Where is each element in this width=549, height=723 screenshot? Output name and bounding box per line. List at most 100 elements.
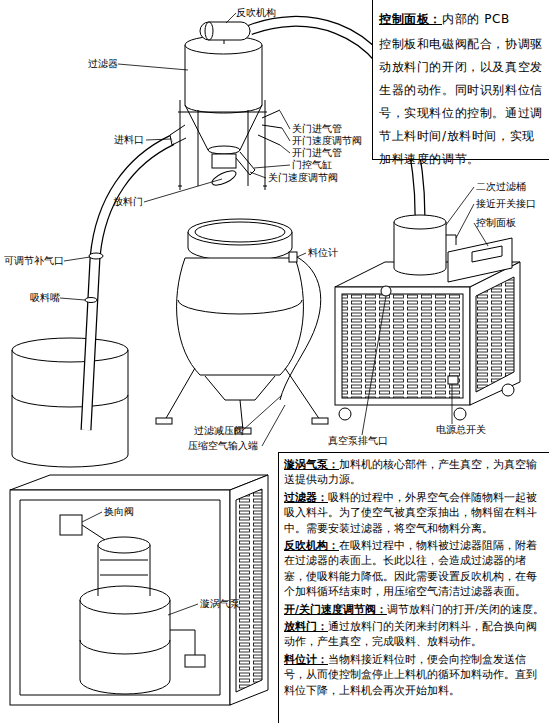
part-label: 关门进气管	[292, 123, 342, 135]
leader-lines-part	[242, 395, 282, 431]
vacuum-machine-part	[394, 215, 446, 229]
back-blow-mechanism	[200, 22, 250, 44]
leader-lines-part	[280, 111, 290, 129]
leader-lines-part	[282, 128, 290, 141]
hopper-part	[185, 45, 262, 150]
part-label: 过滤器	[88, 58, 118, 70]
vortex-pump-part	[80, 640, 170, 654]
paragraph: 控制面板：内部的 PCB	[379, 8, 545, 31]
part-label: 漩涡气泵	[200, 598, 240, 610]
part-label: 放料门	[113, 196, 143, 208]
storage-tank-part	[289, 252, 297, 262]
vacuum-machine-part	[342, 294, 463, 398]
vortex-pump	[60, 515, 205, 694]
note-heading: 控制面板：	[379, 12, 442, 26]
note-heading: 料位计：	[284, 653, 328, 665]
vortex-pump-part	[80, 586, 170, 614]
note-body: 控制板和电磁阀配合，协调驱动放料门的开闭，以及真空发生器的动作。同时识别料位信号…	[379, 37, 543, 166]
storage-tank-part	[312, 418, 328, 424]
back-blow-mechanism-part	[205, 22, 213, 40]
vortex-pump-part	[98, 537, 150, 553]
leader-lines-part	[118, 64, 188, 70]
suction-hose	[85, 140, 172, 430]
storage-tank-part	[280, 257, 321, 400]
leader-lines-part	[226, 13, 236, 23]
vacuum-machine-part	[470, 262, 520, 405]
storage-tank-part	[178, 300, 302, 314]
vacuum-machine-part	[502, 384, 514, 396]
hopper-part	[170, 125, 186, 145]
part-label: 电源总开关	[436, 424, 486, 436]
notes-box: 漩涡气泵：加料机的核心部件，产生真空，为真空输送提供动力源。过滤器：吸料的过程中…	[278, 452, 549, 723]
inset-frame	[10, 475, 268, 705]
inset-frame-part	[236, 489, 262, 692]
part-label: 吸料嘴	[30, 292, 60, 304]
note-heading: 开/关门速度调节阀：	[284, 603, 387, 615]
paragraph: 放料门：通过放料门的关闭来封闭料斗，配合换向阀动作，产生真空，完成吸料、放料动作…	[284, 619, 546, 650]
note-heading: 放料门：	[284, 620, 328, 632]
part-label: 换向阀	[104, 506, 134, 518]
vacuum-machine-part	[476, 277, 514, 392]
vacuum-machine-part	[472, 246, 502, 262]
leader-lines-part	[280, 145, 290, 153]
vacuum-machine-part	[335, 287, 470, 405]
paragraph: 控制板和电磁阀配合，协调驱动放料门的开闭，以及真空发生器的动作。同时识别料位信号…	[379, 33, 545, 171]
part-label: 可调节补气口	[4, 255, 64, 267]
part-label: 开门进气管	[292, 147, 342, 159]
part-label: 开门速度调节阀	[292, 135, 362, 147]
vacuum-machine-part	[448, 376, 458, 384]
inset-frame-part	[10, 475, 268, 490]
part-label: 门控气缸	[292, 159, 332, 171]
hopper-part	[180, 100, 265, 190]
part-label: 接近开关接口	[476, 198, 536, 210]
vacuum-machine-part	[381, 286, 391, 296]
leader-lines-part	[144, 179, 222, 202]
bucket-part	[12, 350, 128, 467]
suction-hose-part	[85, 298, 97, 303]
storage-tank-part	[205, 376, 275, 400]
leader-lines-part	[362, 296, 386, 435]
vacuum-machine-part	[446, 235, 456, 245]
hopper-part	[208, 146, 240, 154]
vortex-pump-part	[100, 560, 148, 575]
paragraph: 开/关门速度调节阀：调节放料门的打开/关闭的速度。	[284, 602, 546, 617]
part-label: 控制面板	[476, 217, 516, 229]
hopper-part	[212, 154, 236, 168]
suction-hose-part	[86, 140, 172, 430]
inset-frame-part	[20, 500, 220, 695]
back-blow-mechanism-part	[200, 22, 250, 40]
leader-lines-part	[146, 139, 171, 140]
bucket-part	[12, 338, 128, 362]
vortex-pump-part	[185, 655, 205, 667]
suction-hose-part	[89, 253, 103, 259]
note-heading: 漩涡气泵：	[284, 458, 339, 470]
paragraph: 料位计：当物料接近料位时，便会向控制盒发送信号，从而使控制盒停止上料机的循环加料…	[284, 652, 546, 698]
part-label: 关门速度调节阀	[268, 172, 338, 184]
inset-frame-part	[230, 475, 268, 705]
hopper-part	[210, 168, 238, 188]
leader-lines-part	[452, 384, 453, 424]
storage-tank-part	[177, 258, 304, 375]
leader-lines-part	[446, 187, 474, 225]
bucket-part	[12, 395, 128, 407]
paragraph: 漩涡气泵：加料机的核心部件，产生真空，为真空输送提供动力源。	[284, 457, 546, 488]
leader-lines-part	[82, 512, 102, 522]
vacuum-machine	[335, 215, 520, 420]
leader-lines-part	[64, 257, 90, 261]
leader-lines-part	[250, 172, 266, 178]
leader-lines-part	[60, 298, 85, 300]
part-label: 二次过滤桶	[476, 181, 526, 193]
leader-lines-part	[297, 253, 306, 257]
vortex-pump-part	[60, 515, 82, 535]
storage-tank-part	[156, 418, 172, 424]
part-label: 真空泵排气口	[328, 435, 388, 447]
vacuum-machine-part	[339, 408, 351, 420]
leader-lines-part	[168, 604, 198, 615]
vacuum-machine-part	[394, 222, 446, 275]
control-panel-note: 控制面板：内部的 PCB控制板和电磁阀配合，协调驱动放料门的开闭，以及真空发生器…	[372, 0, 549, 160]
part-label: 压缩空气输入端	[188, 440, 258, 452]
leader-lines-part	[262, 405, 285, 446]
vacuum-machine-part	[454, 408, 466, 420]
storage-tank-part	[188, 219, 292, 245]
vortex-pump-part	[82, 525, 195, 660]
